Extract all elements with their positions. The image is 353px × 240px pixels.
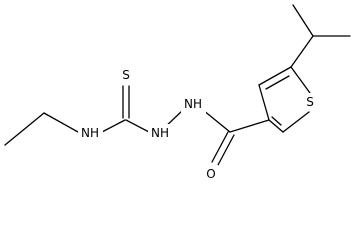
- carbonyl-oxygen-label: O: [206, 167, 215, 181]
- hydrazine-nh-2-label: NH: [184, 97, 202, 111]
- bond-ring-c2-c3: [268, 119, 284, 133]
- ring-sulfur-label: S: [306, 95, 314, 109]
- atom-labels: S NH NH NH S O: [78, 66, 317, 183]
- carbonyl-oxygen-bg: [204, 165, 218, 183]
- bond-ring-s-c2: [282, 111, 310, 133]
- ethyl-nh-label: NH: [81, 126, 99, 140]
- bond-carbonyl-o-a: [211, 131, 229, 163]
- bond-ch3-ch2: [4, 112, 45, 146]
- bond-carbonyl-ring: [229, 119, 270, 133]
- bond-ring-c5-s: [290, 66, 311, 94]
- bond-ring-isopropyl: [290, 35, 314, 68]
- bond-ring-c3-c4: [258, 84, 270, 121]
- bond-isopropyl-me-1: [292, 4, 314, 37]
- bond-ring-c4-c5: [258, 66, 292, 86]
- hydrazine-nh-1-bg: [148, 124, 173, 142]
- bond-ch2-n: [43, 112, 79, 133]
- thione-sulfur-bg: [119, 66, 133, 84]
- bond-ring-c4-c5-inner: [265, 75, 290, 90]
- ring-sulfur-bg: [303, 93, 317, 111]
- hydrazine-nh-1-label: NH: [151, 126, 169, 140]
- bond-nh-carbonyl: [202, 109, 231, 133]
- hydrazine-nh-2-bg: [181, 95, 206, 113]
- bond-carbonyl-o-b: [217, 134, 235, 166]
- bonds: [4, 4, 351, 166]
- ethyl-nh-bg: [78, 124, 103, 142]
- thione-sulfur-label: S: [122, 68, 130, 82]
- bond-c-thio-nh: [125, 119, 150, 133]
- molecule-diagram: S NH NH NH S O: [4, 4, 351, 183]
- bond-n-c-thio: [101, 119, 126, 133]
- bond-ring-c2-c3-inner: [271, 116, 282, 126]
